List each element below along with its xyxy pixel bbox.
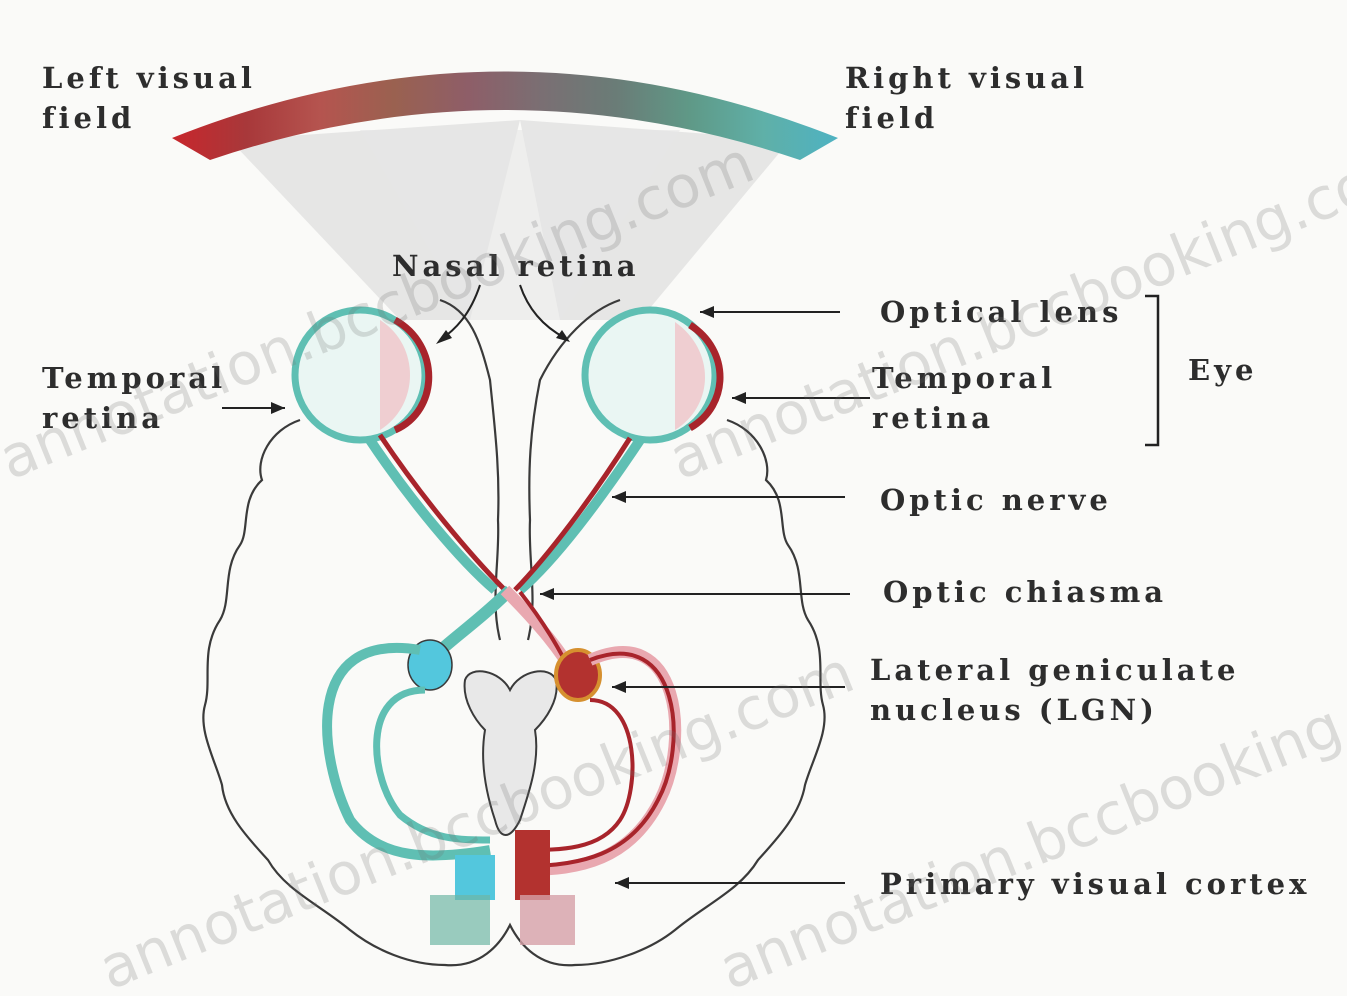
arrowhead-temporal-retina-left (271, 402, 285, 414)
left-optic-nerve-cyan (370, 440, 495, 590)
left-visual-cortex-shadow (430, 895, 490, 945)
left-visual-field-label-2: field (42, 101, 135, 135)
arrowhead-primary-visual-cortex (615, 877, 629, 889)
eye-bracket (1145, 296, 1158, 445)
left-optic-nerve-red (380, 435, 505, 590)
right-visual-cortex-shadow (520, 895, 575, 945)
arrowhead-optical-lens (700, 306, 714, 318)
lgn-label-2: nucleus (LGN) (870, 693, 1158, 727)
arrowhead-nasal-retina-right (556, 330, 570, 342)
arrowhead-lgn (612, 681, 626, 693)
lgn-label-1: Lateral geniculate (870, 653, 1239, 687)
right-visual-cortex (515, 830, 550, 900)
right-visual-field-label-2: field (845, 101, 938, 135)
watermark-2: annotation.bccbooking.com (660, 128, 1347, 493)
arrowhead-optic-nerve (612, 491, 626, 503)
optic-nerve-label: Optic nerve (880, 483, 1112, 517)
left-visual-field-label-1: Left visual (42, 61, 256, 95)
eye-label: Eye (1188, 353, 1257, 387)
arrowhead-optic-chiasma (540, 588, 554, 600)
optic-chiasma-label: Optic chiasma (883, 575, 1167, 609)
right-visual-field-label-1: Right visual (845, 61, 1088, 95)
